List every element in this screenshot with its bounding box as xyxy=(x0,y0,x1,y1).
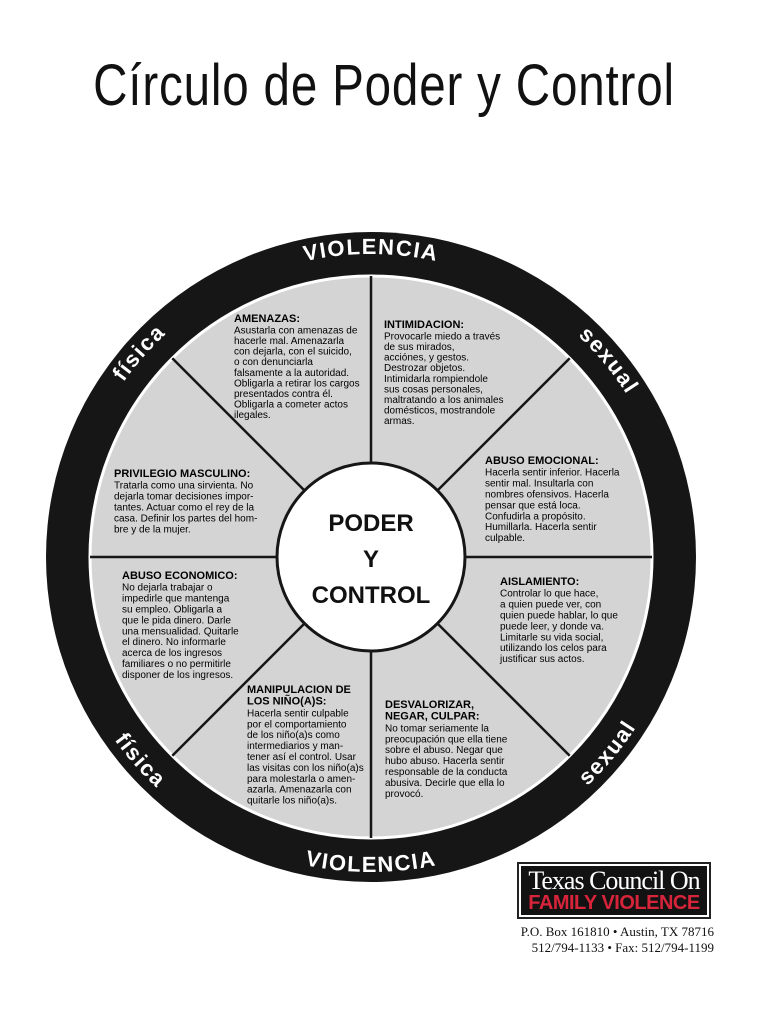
center-label-y: Y xyxy=(363,546,379,573)
segment-line: el dinero. No informarle xyxy=(122,637,226,648)
segment-line: preocupación que ella tiene xyxy=(385,734,508,745)
segment-line: falsamente a la autoridad. xyxy=(234,368,349,379)
segment-line: Confudirla a propósito. xyxy=(485,511,586,522)
logo-line-1: Texas Council On xyxy=(528,866,700,895)
segment-line: intermediarios y man- xyxy=(247,741,343,752)
logo-box: Texas Council On FAMILY VIOLENCE xyxy=(521,866,707,915)
segment-line: Humillarla. Hacerla sentir xyxy=(485,522,597,533)
segment-line: una mensualidad. Quitarle xyxy=(122,626,239,637)
segment-title: ABUSO ECONOMICO: xyxy=(122,570,238,582)
segment-line: maltratando a los animales xyxy=(384,395,504,406)
segment-line: quien puede hablar, lo que xyxy=(500,611,618,622)
segment-title: DESVALORIZAR, xyxy=(385,699,474,711)
segment-line: de los niño(a)s como xyxy=(247,730,340,741)
segment-line: por el comportamiento xyxy=(247,719,347,730)
segment-line: No tomar seriamente la xyxy=(385,723,489,734)
address-block: P.O. Box 161810 • Austin, TX 78716 512/7… xyxy=(470,924,714,956)
segment-line: utilizando los celos para xyxy=(500,643,607,654)
address-line-1: P.O. Box 161810 • Austin, TX 78716 xyxy=(520,924,714,939)
segment-line: de sus mirados, xyxy=(384,342,455,353)
segment-line: Intimidarla rompiendole xyxy=(384,374,488,385)
segment-line: domésticos, mostrandole xyxy=(384,406,496,417)
logo-line-2: FAMILY VIOLENCE xyxy=(528,892,700,914)
segment-line: Obligarla a retirar los cargos xyxy=(234,378,360,389)
segment-line: hacerle mal. Amenazarla xyxy=(234,336,344,347)
segment-line: acciónes, y gestos. xyxy=(384,353,469,364)
segment-line: nombres ofensivos. Hacerla xyxy=(485,490,609,501)
segment-line: hubo abuso. Hacerla sentir xyxy=(385,756,505,767)
segment-line: justificar sus actos. xyxy=(499,654,584,665)
segment-line: impedirle que mantenga xyxy=(122,594,230,605)
segment-line: bre y de la mujer. xyxy=(114,524,191,535)
segment-abuso-economico: ABUSO ECONOMICO:No dejarla trabajar oimp… xyxy=(122,570,239,681)
segment-aislamiento: AISLAMIENTO:Controlar lo que hace,a quie… xyxy=(499,576,618,665)
segment-privilegio-masculino: PRIVILEGIO MASCULINO:Tratarla como una s… xyxy=(114,468,257,535)
center-circle xyxy=(275,461,467,653)
segment-line: las visitas con los niño(a)s xyxy=(247,763,364,774)
segment-line: armas. xyxy=(384,416,415,427)
segment-line: Tratarla como una sirvienta. No xyxy=(114,481,254,492)
segment-line: disponer de los ingresos. xyxy=(122,670,233,681)
segment-amenazas: AMENAZAS:Asustarla con amenazas dehacerl… xyxy=(234,313,360,421)
segment-line: sobre el abuso. Negar que xyxy=(385,745,503,756)
page-title: Círculo de Poder y Control xyxy=(93,53,675,118)
segment-line: su empleo. Obligarla a xyxy=(122,605,222,616)
segment-title: ABUSO EMOCIONAL: xyxy=(485,455,599,467)
segment-line: con dejarla, con el suicido, xyxy=(234,347,352,358)
segment-line: Controlar lo que hace, xyxy=(500,589,598,600)
center-label-control: CONTROL xyxy=(312,582,431,609)
segment-texts: AMENAZAS:Asustarla con amenazas dehacerl… xyxy=(114,313,620,807)
segment-line: tantes. Actuar como el rey de la xyxy=(114,503,255,514)
segment-intimidacion: INTIMIDACION:Provocarle miedo a travésde… xyxy=(384,319,504,427)
segment-line: Destrozar objetos. xyxy=(384,363,465,374)
segment-line: Hacerla sentir inferior. Hacerla xyxy=(485,468,620,479)
segment-title: INTIMIDACION: xyxy=(384,319,464,331)
segment-title: PRIVILEGIO MASCULINO: xyxy=(114,468,250,480)
segment-desvalorizar: DESVALORIZAR,NEGAR, CULPAR:No tomar seri… xyxy=(385,699,508,800)
segment-line: provocó. xyxy=(385,789,423,800)
center-label-poder: PODER xyxy=(328,510,413,537)
segment-line: culpable. xyxy=(485,533,525,544)
segment-line: o con denunciarla xyxy=(234,357,313,368)
segment-line: que le pida dinero. Darle xyxy=(122,615,231,626)
segment-line: azarla. Amenazarla con xyxy=(247,785,352,796)
segment-line: sentir mal. Insultarla con xyxy=(485,479,593,490)
segment-title: MANIPULACION DE xyxy=(247,684,351,696)
segment-title: LOS NIÑO(A)S: xyxy=(247,695,326,708)
segment-line: tener así el control. Usar xyxy=(247,752,357,763)
segment-line: para molestarla o amen- xyxy=(247,774,355,785)
segment-line: Limitarle su vida social, xyxy=(500,632,603,643)
segment-line: presentados contra él. xyxy=(234,389,333,400)
texas-council-logo: Texas Council On FAMILY VIOLENCE xyxy=(517,862,711,919)
segment-line: sus cosas personales, xyxy=(384,384,483,395)
segment-line: abusiva. Decirle que ella lo xyxy=(385,778,505,789)
segment-line: Provocarle miedo a través xyxy=(384,331,500,342)
segment-title: AMENAZAS: xyxy=(234,313,300,325)
segment-line: pensar que está loca. xyxy=(485,500,581,511)
segment-abuso-emocional: ABUSO EMOCIONAL:Hacerla sentir inferior.… xyxy=(485,455,620,544)
segment-line: quitarle los niño(a)s. xyxy=(247,796,337,807)
segment-line: Obligarla a cometer actos xyxy=(234,400,348,411)
segment-line: Asustarla con amenazas de xyxy=(234,325,358,336)
address-line-2: 512/794-1133 • Fax: 512/794-1199 xyxy=(531,940,714,955)
segment-line: familiares o no permitirle xyxy=(122,659,231,670)
segment-line: responsable de la conducta xyxy=(385,767,508,778)
segment-line: puede leer, y donde va. xyxy=(500,621,604,632)
segment-title: NEGAR, CULPAR: xyxy=(385,711,480,723)
segment-line: ilegales. xyxy=(234,410,271,421)
segment-title: AISLAMIENTO: xyxy=(500,576,579,588)
segment-line: Hacerla sentir culpable xyxy=(247,708,349,719)
segment-line: casa. Definir los partes del hom- xyxy=(114,513,257,524)
segment-line: dejarla tomar decisiones impor- xyxy=(114,492,254,503)
segment-line: a quien puede ver, con xyxy=(500,600,601,611)
segment-line: acerca de los ingresos xyxy=(122,648,222,659)
segment-line: No dejarla trabajar o xyxy=(122,583,213,594)
